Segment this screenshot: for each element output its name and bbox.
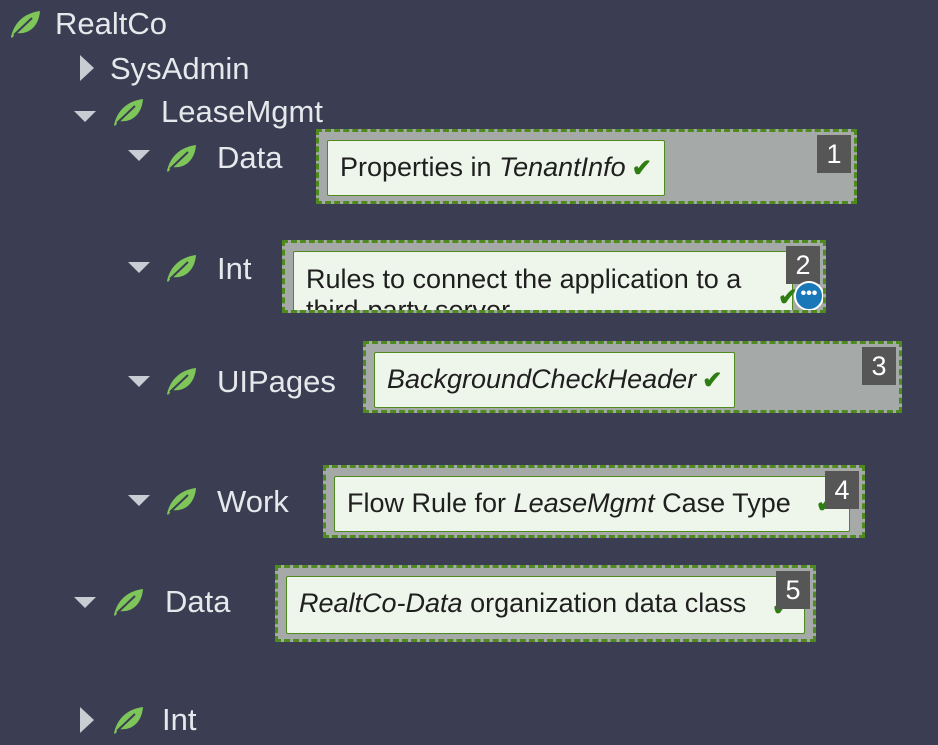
callout-2-content: Rules to connect the application to a th…	[293, 251, 793, 313]
leaf-icon	[111, 705, 145, 735]
callout-4: Flow Rule for LeaseMgmt Case Type ✔ 4	[323, 465, 865, 538]
caret-down-icon[interactable]	[128, 495, 150, 506]
callout-3-content: BackgroundCheckHeader✔	[374, 352, 736, 408]
callout-3-badge: 3	[862, 347, 896, 385]
leaf-icon	[111, 97, 145, 127]
caret-down-icon[interactable]	[128, 262, 150, 273]
more-options-icon[interactable]: •••	[794, 281, 823, 310]
callout-2-badge: 2	[786, 246, 820, 284]
callout-3: BackgroundCheckHeader✔ 3	[363, 341, 902, 413]
leaf-icon	[164, 143, 198, 173]
callout-1-italic: TenantInfo	[499, 152, 626, 182]
callout-4-badge: 4	[825, 471, 859, 509]
leaf-icon	[164, 486, 198, 516]
caret-right-icon[interactable]	[80, 707, 94, 733]
leaf-icon	[164, 253, 198, 283]
tree-node-leasemgmt[interactable]: LeaseMgmt	[161, 94, 323, 129]
callout-5: RealtCo-Data organization data class ✔ 5	[275, 565, 816, 642]
caret-down-icon[interactable]	[74, 111, 96, 122]
caret-down-icon[interactable]	[128, 150, 150, 161]
callout-1: Properties in TenantInfo✔ 1	[316, 129, 857, 204]
leaf-icon	[111, 587, 145, 617]
check-icon: ✔	[778, 284, 799, 311]
caret-down-icon[interactable]	[128, 376, 150, 387]
check-icon: ✔	[702, 367, 723, 394]
callout-1-badge: 1	[817, 135, 851, 173]
tree-node-data[interactable]: Data	[165, 584, 231, 619]
callout-4-content: Flow Rule for LeaseMgmt Case Type	[334, 476, 850, 532]
leaf-icon	[164, 366, 198, 396]
tree-node-sysadmin[interactable]: SysAdmin	[110, 51, 250, 86]
callout-5-suffix: organization data class	[462, 588, 747, 618]
tree-node-leasemgmt-uipages[interactable]: UIPages	[217, 364, 336, 399]
callout-3-italic: BackgroundCheckHeader	[387, 364, 697, 394]
caret-down-icon[interactable]	[74, 597, 96, 608]
caret-right-icon[interactable]	[80, 55, 94, 81]
tree-node-int[interactable]: Int	[162, 702, 197, 737]
callout-4-suffix: Case Type	[654, 488, 791, 518]
tree-node-realtco[interactable]: RealtCo	[55, 6, 167, 41]
callout-5-badge: 5	[776, 571, 810, 609]
callout-5-italic: RealtCo-Data	[299, 588, 463, 618]
tree-node-leasemgmt-int[interactable]: Int	[217, 251, 252, 286]
callout-1-prefix: Properties in	[340, 152, 500, 182]
tree-node-leasemgmt-data[interactable]: Data	[217, 140, 283, 175]
callout-4-italic: LeaseMgmt	[513, 488, 655, 518]
callout-2: Rules to connect the application to a th…	[282, 240, 826, 313]
callout-2-text: Rules to connect the application to a th…	[306, 264, 742, 313]
callout-4-prefix: Flow Rule for	[347, 488, 514, 518]
callout-5-content: RealtCo-Data organization data class	[286, 576, 805, 634]
check-icon: ✔	[631, 155, 652, 182]
callout-1-content: Properties in TenantInfo✔	[327, 140, 665, 196]
leaf-icon	[8, 9, 42, 39]
tree-node-leasemgmt-work[interactable]: Work	[217, 484, 289, 519]
